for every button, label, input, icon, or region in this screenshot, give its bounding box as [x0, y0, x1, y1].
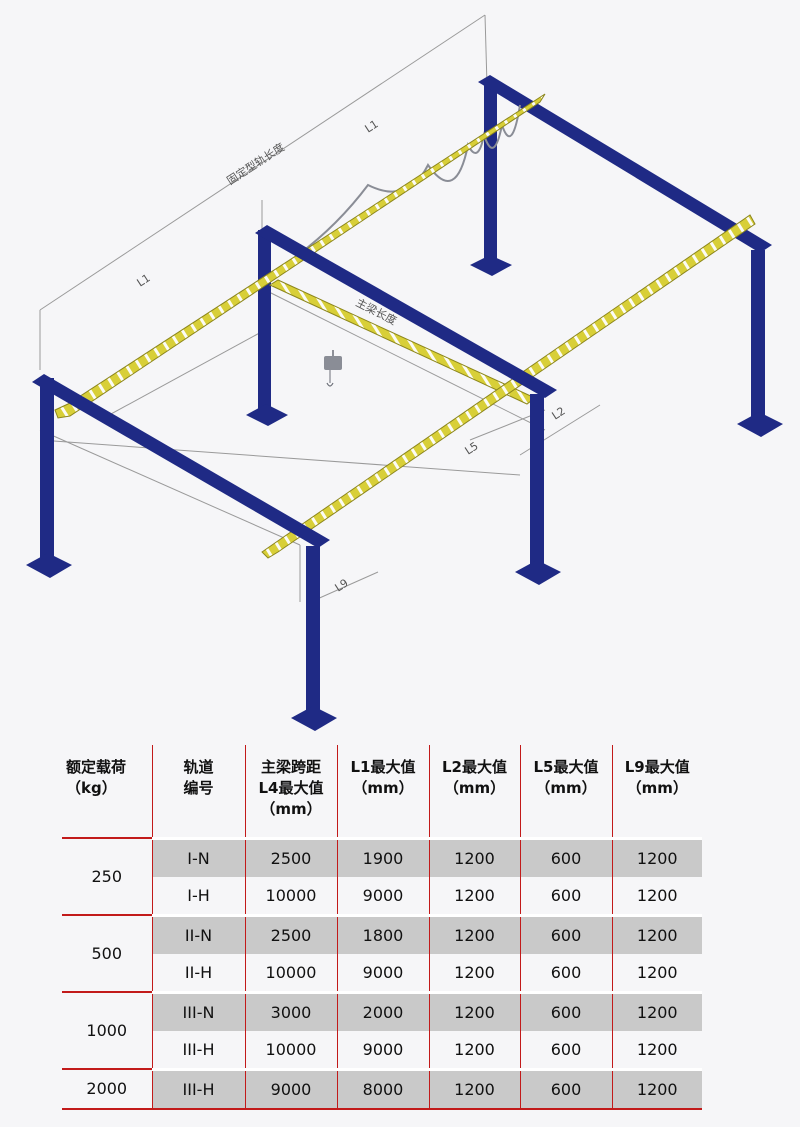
- cell-track-code: I-N: [152, 836, 246, 877]
- cell-l5-max: 600: [520, 1030, 613, 1070]
- specification-table: 额定载荷 （kg） 轨道 编号 主梁跨距 L4最大值 （mm） L1最大值 （m…: [62, 745, 702, 1110]
- dimension-labels: 固定型轨长度 L1 L1 主梁长度 L2 L5 L9: [135, 117, 568, 594]
- cell-l1-max: 8000: [337, 1067, 430, 1110]
- main-beam-rail: [268, 279, 536, 405]
- cell-track-code: I-H: [152, 876, 246, 916]
- cell-rated-load: 2000: [62, 1069, 153, 1110]
- cell-l1-max: 9000: [337, 1030, 430, 1070]
- cell-rated-load: 250: [62, 838, 153, 916]
- cell-l4-max: 2500: [245, 913, 338, 954]
- cell-track-code: III-H: [152, 1030, 246, 1070]
- base-plate-middle-left: [246, 404, 288, 426]
- cell-track-code: III-N: [152, 990, 246, 1031]
- column-right-middle: [530, 394, 544, 564]
- cell-l2-max: 1200: [429, 953, 521, 993]
- girder-back: [478, 75, 772, 253]
- header-l1-max: L1最大值 （mm）: [337, 745, 430, 839]
- header-track-code: 轨道 编号: [152, 745, 246, 839]
- cell-l1-max: 1900: [337, 836, 430, 877]
- dimension-lines: [39, 14, 601, 602]
- cell-rated-load: 500: [62, 915, 153, 993]
- cell-l5-max: 600: [520, 1067, 613, 1110]
- girder-front-left: [32, 374, 330, 548]
- base-plate-back-right: [737, 412, 783, 437]
- cell-l9-max: 1200: [612, 1030, 702, 1070]
- cell-l5-max: 600: [520, 836, 613, 877]
- cell-l2-max: 1200: [429, 990, 521, 1031]
- base-plate-front-left: [26, 553, 72, 578]
- cell-l9-max: 1200: [612, 990, 702, 1031]
- header-l2-max: L2最大值 （mm）: [429, 745, 521, 839]
- fixed-rail-front: [261, 214, 756, 559]
- cell-l1-max: 9000: [337, 876, 430, 916]
- cell-l5-max: 600: [520, 953, 613, 993]
- front-columns: [26, 250, 783, 731]
- gantry-crane-diagram: 固定型轨长度 L1 L1 主梁长度 L2 L5 L9: [26, 14, 783, 731]
- column-front-middle: [306, 546, 320, 716]
- dim-label-l2: L2: [550, 404, 568, 422]
- cell-l1-max: 9000: [337, 953, 430, 993]
- cell-l4-max: 9000: [245, 1067, 338, 1110]
- header-l5-max: L5最大值 （mm）: [520, 745, 613, 839]
- cell-l1-max: 1800: [337, 913, 430, 954]
- cell-l4-max: 10000: [245, 953, 338, 993]
- cell-l2-max: 1200: [429, 913, 521, 954]
- cell-l5-max: 600: [520, 990, 613, 1031]
- dim-label-l1-top: L1: [363, 117, 381, 135]
- column-front-left: [40, 378, 54, 563]
- cell-l9-max: 1200: [612, 1067, 702, 1110]
- header-main-beam-span-l4: 主梁跨距 L4最大值 （mm）: [245, 745, 338, 839]
- header-l9-max: L9最大值 （mm）: [612, 745, 702, 839]
- cell-l4-max: 10000: [245, 1030, 338, 1070]
- cell-track-code: III-H: [152, 1067, 246, 1110]
- cell-l2-max: 1200: [429, 876, 521, 916]
- cell-l2-max: 1200: [429, 1030, 521, 1070]
- cell-track-code: II-N: [152, 913, 246, 954]
- table-header-row: 额定载荷 （kg） 轨道 编号 主梁跨距 L4最大值 （mm） L1最大值 （m…: [62, 745, 702, 839]
- cell-l4-max: 2500: [245, 836, 338, 877]
- cell-l5-max: 600: [520, 913, 613, 954]
- cell-l4-max: 3000: [245, 990, 338, 1031]
- column-back-middle: [484, 85, 497, 265]
- column-middle-left: [258, 230, 271, 415]
- cell-l5-max: 600: [520, 876, 613, 916]
- cell-l2-max: 1200: [429, 836, 521, 877]
- hoist: [324, 350, 342, 387]
- base-plate-back-middle: [470, 255, 512, 276]
- dim-label-l1-left: L1: [135, 271, 153, 289]
- dim-label-l5: L5: [463, 439, 481, 457]
- cell-l9-max: 1200: [612, 876, 702, 916]
- cell-l9-max: 1200: [612, 836, 702, 877]
- cell-l9-max: 1200: [612, 913, 702, 954]
- dim-label-l9: L9: [333, 576, 351, 594]
- cell-track-code: II-H: [152, 953, 246, 993]
- cell-l4-max: 10000: [245, 876, 338, 916]
- cell-l1-max: 2000: [337, 990, 430, 1031]
- dim-label-fixed-rail-length: 固定型轨长度: [224, 140, 287, 188]
- cell-l2-max: 1200: [429, 1067, 521, 1110]
- cell-rated-load: 1000: [62, 992, 153, 1070]
- base-plate-front-middle: [291, 706, 337, 731]
- girder-middle: [255, 225, 557, 398]
- base-plate-right-middle: [515, 560, 561, 585]
- cell-l9-max: 1200: [612, 953, 702, 993]
- column-back-right: [751, 250, 765, 420]
- header-rated-load: 额定载荷 （kg）: [62, 745, 153, 839]
